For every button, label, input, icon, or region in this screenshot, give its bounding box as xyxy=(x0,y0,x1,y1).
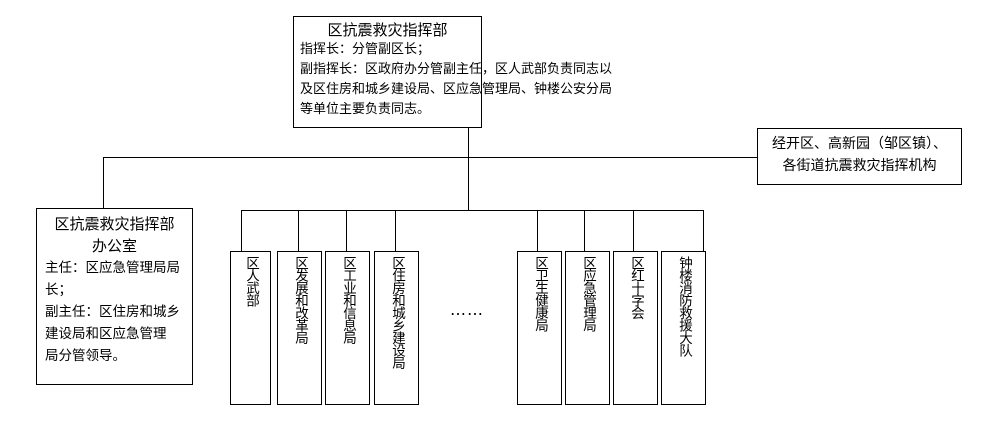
office-deputy-2: 建设局和区应急管理 xyxy=(45,326,167,342)
connector-top-down xyxy=(468,127,469,211)
dept-label: 区卫生健康局 xyxy=(532,256,548,331)
dept-box: 区工业和信息局 xyxy=(325,251,370,405)
connector-dept-6 xyxy=(584,210,585,252)
office-box: 区抗震救灾指挥部 办公室 主任：区应急管理局局 长； 副主任：区住房和城乡 建设… xyxy=(36,208,193,385)
dept-box: 区卫生健康局 xyxy=(517,251,562,405)
deputy-line-3: 等单位主要负责同志。 xyxy=(300,102,431,117)
connector-to-office xyxy=(103,157,104,209)
dept-box: 区住房和城乡建设局 xyxy=(374,251,419,405)
connector-dept-2 xyxy=(298,210,299,252)
dept-box: 区红十字会 xyxy=(613,251,658,405)
deputy-line-2: 及区住房和城乡建设局、区应急管理局、钟楼公安分局 xyxy=(300,82,613,97)
office-director-1: 主任：区应急管理局局 xyxy=(45,260,180,276)
dept-label: 区应急管理局 xyxy=(580,256,596,331)
dept-label: 区住房和城乡建设局 xyxy=(389,256,405,369)
connector-dept-5 xyxy=(537,210,538,252)
connector-dept-4 xyxy=(395,210,396,252)
command-headquarters-box: 区抗震救灾指挥部 指挥长：分管副区长； 副指挥长：区政府办分管副主任，区人武部负… xyxy=(293,16,613,128)
subordinate-line-1: 经开区、高新园（邹区镇）、 xyxy=(772,136,947,152)
dept-label: 区红十字会 xyxy=(628,256,644,319)
connector-horizontal-main xyxy=(103,157,758,158)
dept-label: 钟楼消防救援大队 xyxy=(676,256,692,356)
dept-label: 区人武部 xyxy=(243,256,259,306)
dept-label: 区发展和改革局 xyxy=(292,256,308,344)
dept-box: 区应急管理局 xyxy=(565,251,610,405)
dept-box: 区人武部 xyxy=(230,251,271,405)
dept-label: 区工业和信息局 xyxy=(340,256,356,344)
office-deputy-1: 副主任：区住房和城乡 xyxy=(45,304,180,320)
office-deputy-3: 局分管领导。 xyxy=(45,348,126,364)
subordinate-line-2: 各街道抗震救灾指挥机构 xyxy=(782,158,937,174)
office-title-1: 区抗震救灾指挥部 xyxy=(54,215,175,233)
dept-box: 钟楼消防救援大队 xyxy=(661,251,706,405)
ellipsis: …… xyxy=(450,300,484,319)
deputy-line-1: 副指挥长：区政府办分管副主任，区人武部负责同志以 xyxy=(300,62,613,77)
connector-dept-1 xyxy=(241,210,242,252)
connector-dept-bus xyxy=(241,210,703,211)
connector-dept-8 xyxy=(703,210,704,252)
subordinate-command-box: 经开区、高新园（邹区镇）、 各街道抗震救灾指挥机构 xyxy=(757,128,962,185)
office-title-2: 办公室 xyxy=(91,237,137,255)
connector-dept-3 xyxy=(346,210,347,252)
command-title: 区抗震救灾指挥部 xyxy=(327,21,448,39)
commander-line: 指挥长：分管副区长； xyxy=(300,42,431,57)
office-director-2: 长； xyxy=(45,282,72,298)
dept-box: 区发展和改革局 xyxy=(277,251,322,405)
connector-dept-7 xyxy=(633,210,634,252)
